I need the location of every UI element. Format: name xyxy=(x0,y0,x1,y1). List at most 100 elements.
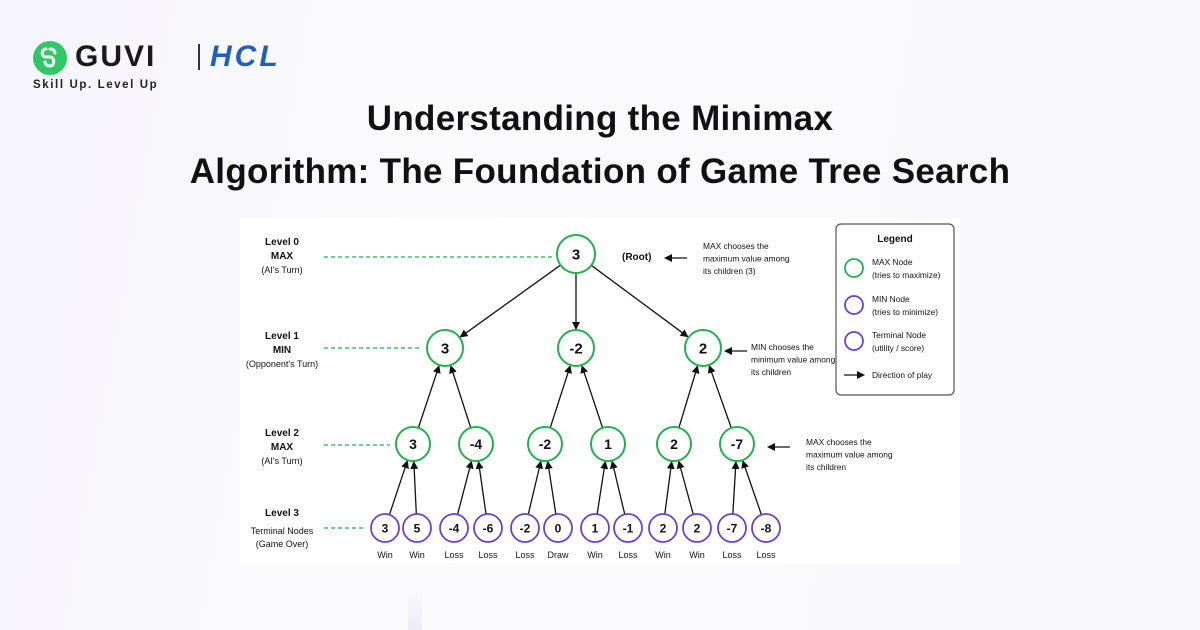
level-0-desc: (AI's Turn) xyxy=(261,265,302,275)
edge-l3-to-l2-6 xyxy=(596,460,609,515)
purple-circle-icon xyxy=(844,295,864,315)
max-node-5 xyxy=(719,426,755,462)
terminal-node-7 xyxy=(613,513,643,543)
edge-l2-to-l1-4 xyxy=(678,365,700,428)
terminal-node-0-value: 3 xyxy=(382,521,389,535)
terminal-node-3 xyxy=(473,513,503,543)
terminal-node-11 xyxy=(751,513,781,543)
edge-l2-to-l1-3 xyxy=(580,365,604,429)
title-line-2: Algorithm: The Foundation of Game Tree S… xyxy=(189,152,1011,191)
partner-logo: HCL xyxy=(210,40,281,73)
terminal-node-10-value: -7 xyxy=(727,521,738,535)
terminal-node-8-value: 2 xyxy=(660,521,667,535)
terminal-node-2-value: -4 xyxy=(449,521,460,535)
terminal-node-1 xyxy=(402,513,432,543)
edge-root-to-l1-0 xyxy=(459,264,561,338)
edge-l3-to-l2-9 xyxy=(676,460,694,515)
page-title: Understanding the Minimax Algorithm: The… xyxy=(0,92,1200,198)
annotation-level2-line-2: its children xyxy=(806,462,846,472)
brand-divider xyxy=(198,44,200,70)
max-node-1-value: -4 xyxy=(470,436,483,452)
min-node-1-value: -2 xyxy=(569,340,582,357)
edge-l3-to-l2-10 xyxy=(731,460,740,515)
annotation-level2-line-1: maximum value among xyxy=(806,450,893,460)
legend-item-1-label: MIN Node xyxy=(872,294,910,304)
level-1-role: MIN xyxy=(273,345,291,356)
terminal-node-9-value: 2 xyxy=(694,521,701,535)
level-3-desc2: (Game Over) xyxy=(256,539,309,549)
annotation-level1-line-2: its children xyxy=(751,367,791,377)
guvi-logo-icon xyxy=(33,41,67,75)
annotation-root-line-2: its children (3) xyxy=(703,266,756,276)
max-node-5-value: -7 xyxy=(731,436,744,452)
edge-l2-to-l1-2 xyxy=(549,365,572,429)
level-0-role: MAX xyxy=(271,251,294,262)
max-node-2 xyxy=(527,426,563,462)
legend-item-2-label: Terminal Node xyxy=(872,330,926,340)
terminal-node-4 xyxy=(510,513,540,543)
min-node-2-value: 2 xyxy=(699,340,707,357)
terminal-node-5 xyxy=(543,513,573,543)
legend-item-2-sub: (utility / score) xyxy=(872,343,924,353)
legend-box xyxy=(835,223,955,396)
legend-title: Legend xyxy=(877,234,913,245)
max-node-0-value: 3 xyxy=(409,436,417,452)
legend-item-0-sub: (tries to maximize) xyxy=(872,270,941,280)
annotation-level1-line-0: MIN chooses the xyxy=(751,342,814,352)
edge-l2-to-l1-0 xyxy=(417,365,441,429)
legend-item-0-label: MAX Node xyxy=(872,257,913,267)
edge-l3-to-l2-7 xyxy=(609,460,626,515)
edge-root-to-l1-2 xyxy=(590,264,689,338)
level-3-title: Level 3 xyxy=(265,508,299,519)
edge-l2-to-l1-1 xyxy=(449,365,472,429)
terminal-outcome-2: Loss xyxy=(444,550,464,560)
edge-l3-to-l2-5 xyxy=(544,460,557,515)
min-node-1 xyxy=(557,329,595,367)
min-node-2 xyxy=(684,329,722,367)
root-label: (Root) xyxy=(622,252,651,263)
terminal-outcome-5: Draw xyxy=(547,550,569,560)
max-node-0 xyxy=(395,426,431,462)
terminal-node-6 xyxy=(580,513,610,543)
max-node-4-value: 2 xyxy=(670,436,678,452)
level-2-desc: (AI's Turn) xyxy=(261,456,302,466)
edge-l2-to-l1-5 xyxy=(707,364,732,429)
terminal-outcome-3: Loss xyxy=(478,550,498,560)
annotation-level1-line-1: minimum value among xyxy=(751,355,836,365)
terminal-outcome-4: Loss xyxy=(515,550,535,560)
terminal-node-3-value: -6 xyxy=(483,521,494,535)
terminal-node-1-value: 5 xyxy=(414,521,421,535)
annotation-root-line-1: maximum value among xyxy=(703,254,790,264)
annotation-level2-line-0: MAX chooses the xyxy=(806,437,872,447)
min-node-0 xyxy=(426,329,464,367)
terminal-outcome-6: Win xyxy=(587,550,603,560)
terminal-node-4-value: -2 xyxy=(520,521,531,535)
terminal-outcome-0: Win xyxy=(377,550,393,560)
edge-l3-to-l2-2 xyxy=(456,460,474,515)
terminal-node-9 xyxy=(682,513,712,543)
terminal-outcome-10: Loss xyxy=(722,550,742,560)
max-node-3-value: 1 xyxy=(604,436,612,452)
terminal-node-10 xyxy=(717,513,747,543)
max-node-2-value: -2 xyxy=(539,436,552,452)
min-node-0-value: 3 xyxy=(441,340,449,357)
terminal-node-11-value: -8 xyxy=(761,521,772,535)
terminal-node-2 xyxy=(439,513,469,543)
green-circle-icon xyxy=(844,258,864,278)
annotation-root-line-0: MAX chooses the xyxy=(703,241,769,251)
edge-l3-to-l2-0 xyxy=(388,460,409,515)
terminal-node-5-value: 0 xyxy=(555,521,562,535)
level-2-title: Level 2 xyxy=(265,428,299,439)
level-1-title: Level 1 xyxy=(265,331,299,342)
max-node-3 xyxy=(590,426,626,462)
background-stripe xyxy=(408,588,422,630)
brand-name: GUVI xyxy=(75,40,157,73)
edge-l3-to-l2-3 xyxy=(475,460,487,515)
max-node-4 xyxy=(656,426,692,462)
max-node-1 xyxy=(458,426,494,462)
terminal-outcome-8: Win xyxy=(655,550,671,560)
legend-item-1-sub: (tries to minimize) xyxy=(872,307,938,317)
edge-l3-to-l2-1 xyxy=(410,460,419,515)
level-1-desc: (Opponent's Turn) xyxy=(246,359,318,369)
purple-circle-icon xyxy=(844,331,864,351)
